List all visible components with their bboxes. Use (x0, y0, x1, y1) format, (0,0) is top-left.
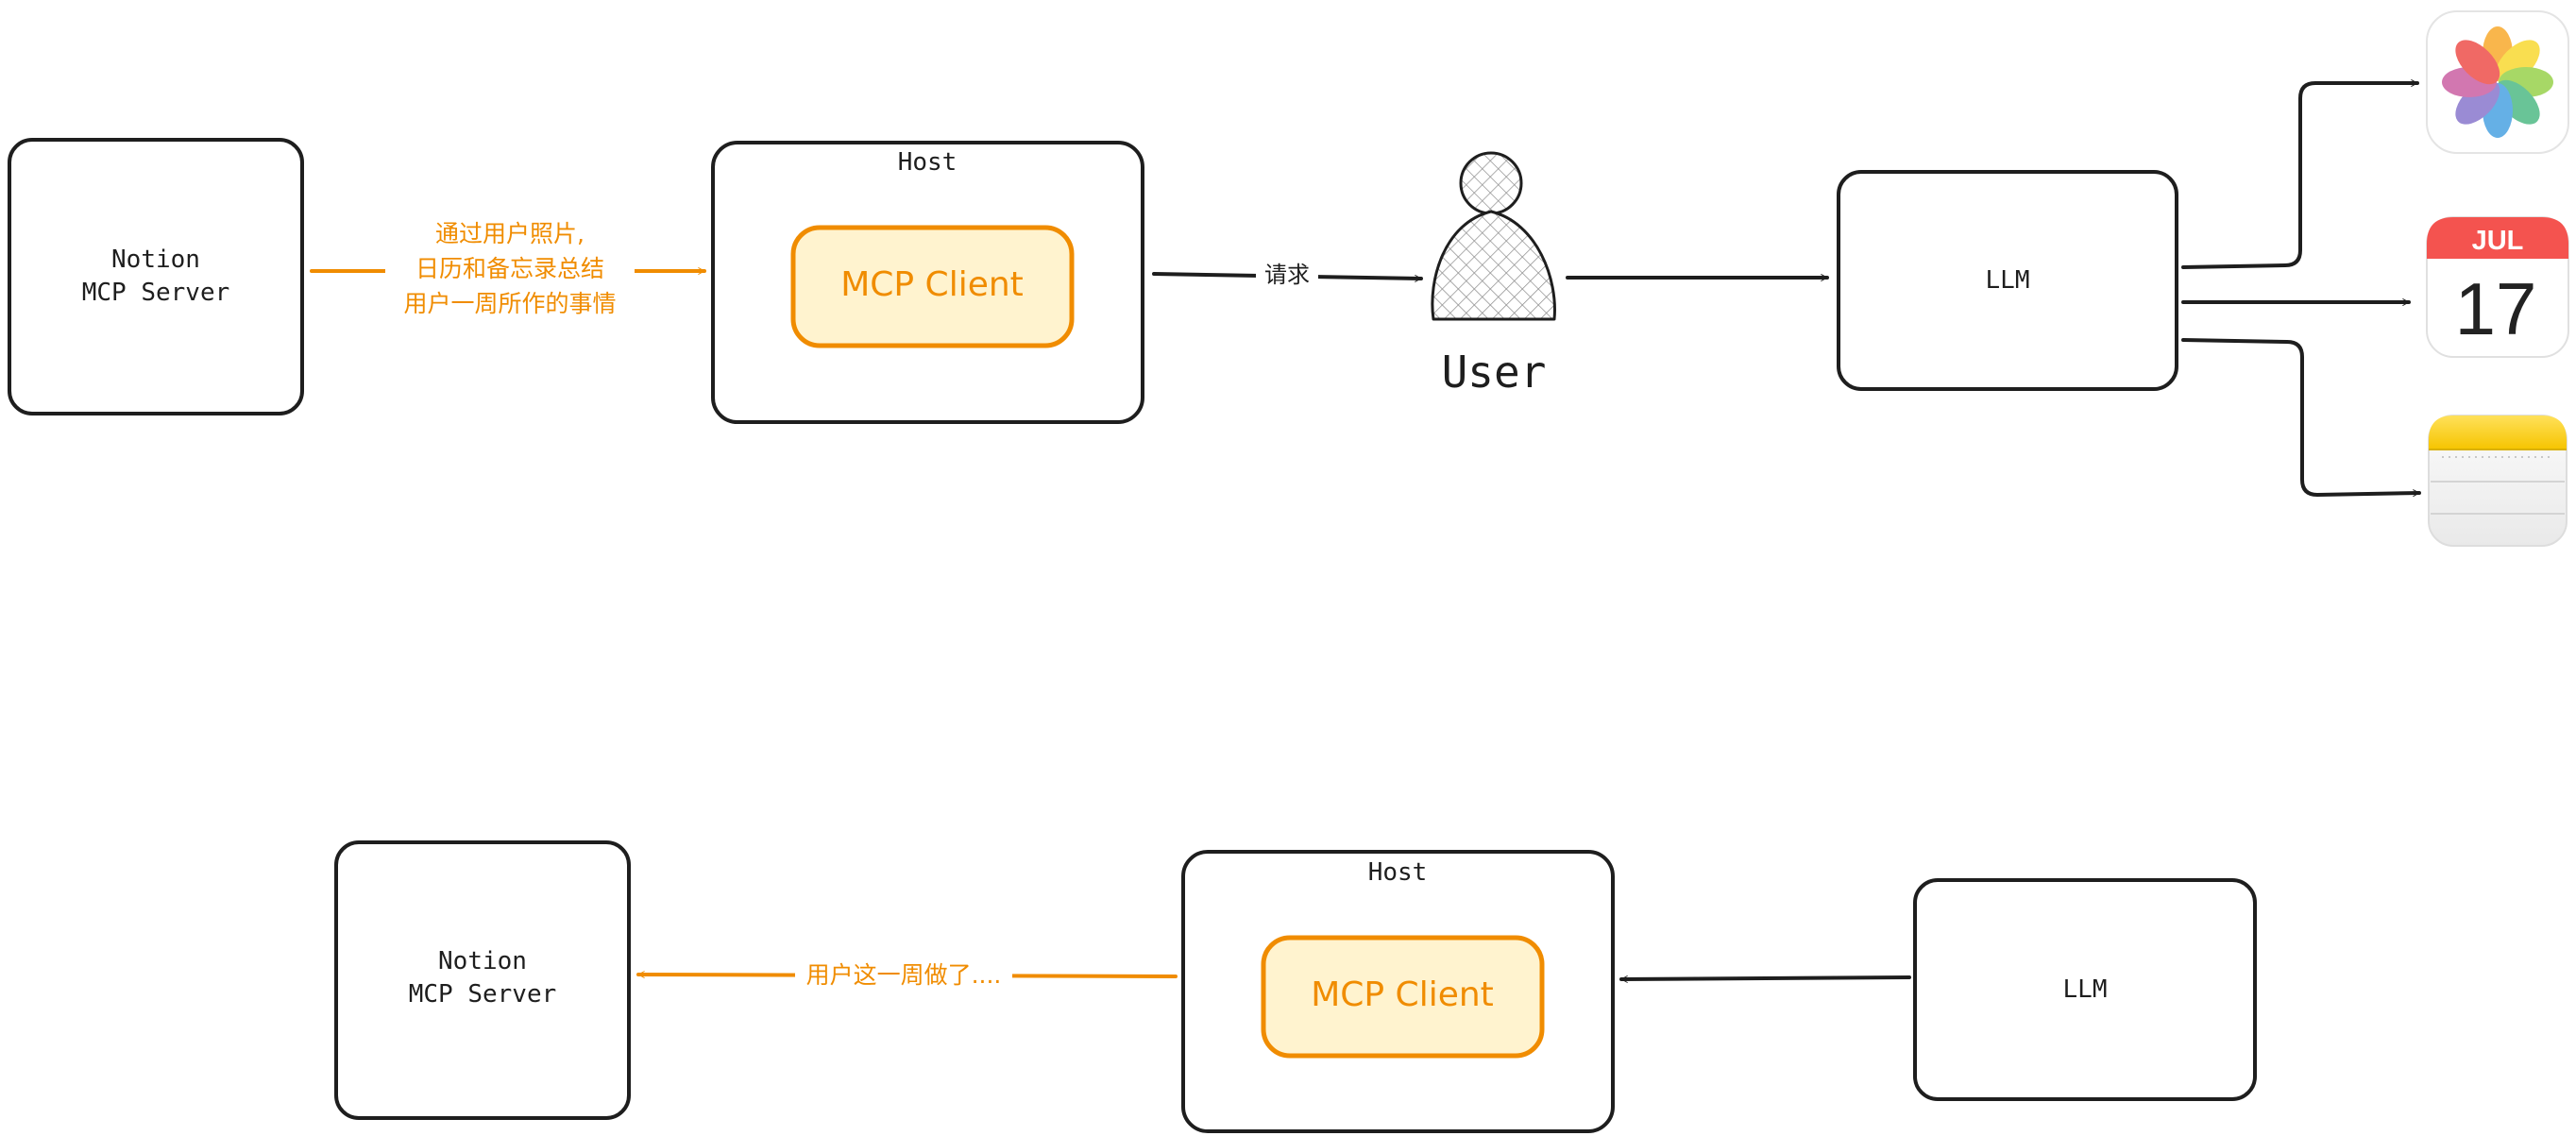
host-node-top: Host MCP Client (711, 141, 1144, 424)
mcp-client-node-bottom: MCP Client (1261, 935, 1545, 1059)
notes-app-icon (2428, 415, 2568, 547)
host-title: Host (898, 148, 958, 177)
user-actor: User (1431, 151, 1556, 398)
mcp-client-label: MCP Client (1311, 975, 1494, 1014)
calendar-month: JUL (2472, 226, 2524, 256)
request-edge-notion-to-host: 通过用户照片, 日历和备忘录总结 用户一周所作的事情 (310, 212, 706, 321)
notion-server-subtitle: MCP Server (409, 980, 557, 1009)
request-edge-label: 请求 (1264, 262, 1310, 288)
edge-llm-to-notes (2181, 338, 2421, 498)
response-label: 用户这一周做了.... (806, 961, 1002, 989)
edge-llm-to-host-bottom (1619, 975, 1911, 983)
host-node-bottom: Host MCP Client (1181, 850, 1615, 1133)
request-label-line3: 用户一周所作的事情 (403, 290, 616, 317)
llm-label: LLM (1986, 266, 2030, 295)
notion-server-name: Notion (111, 246, 200, 274)
llm-node-bottom: LLM (1913, 878, 2257, 1101)
calendar-day: 17 (2455, 267, 2537, 350)
edge-llm-to-photos (2181, 79, 2419, 269)
llm-label: LLM (2063, 975, 2108, 1004)
photos-app-icon (2426, 10, 2569, 154)
notion-server-name: Notion (438, 947, 527, 975)
response-edge-host-to-notion: 用户这一周做了.... (636, 958, 1178, 992)
mcp-client-node-top: MCP Client (790, 225, 1075, 348)
llm-node-top: LLM (1837, 170, 2178, 391)
user-icon (1431, 151, 1556, 321)
user-label: User (1442, 347, 1547, 398)
notion-mcp-server-node-bottom: Notion MCP Server (334, 840, 631, 1120)
request-label-line2: 日历和备忘录总结 (415, 255, 604, 282)
host-title: Host (1368, 858, 1428, 887)
request-label-line1: 通过用户照片, (435, 220, 585, 247)
mcp-client-label: MCP Client (840, 265, 1024, 304)
notion-server-subtitle: MCP Server (82, 279, 230, 307)
calendar-app-icon: JUL 17 (2426, 216, 2569, 358)
notion-mcp-server-node-top: Notion MCP Server (8, 138, 304, 415)
request-edge-host-to-user: 请求 (1152, 259, 1423, 293)
